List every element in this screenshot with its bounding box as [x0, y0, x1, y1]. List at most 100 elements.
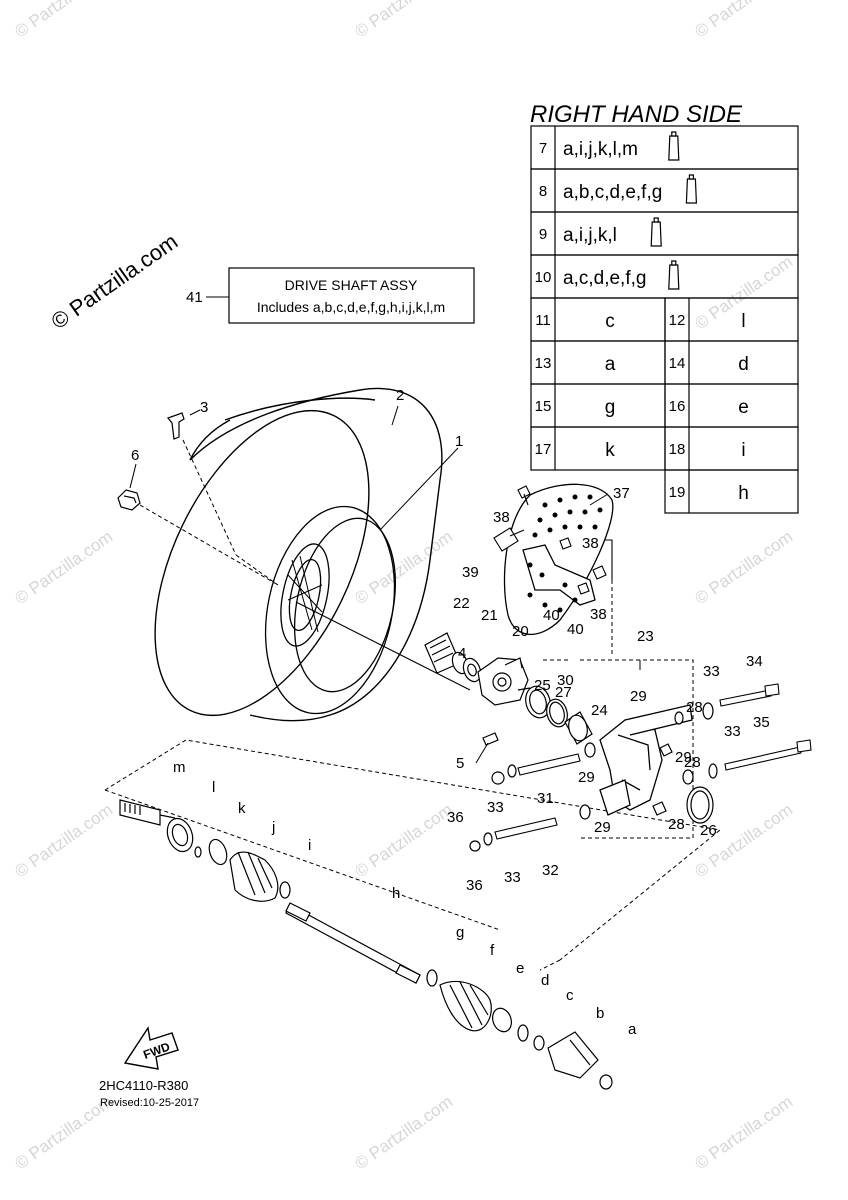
callout-36: 36 — [447, 809, 464, 826]
callout-c: c — [566, 987, 574, 1004]
callout-38: 38 — [590, 606, 607, 623]
callout-29: 29 — [630, 688, 647, 705]
watermark-text: © Partzilla.com — [11, 0, 116, 41]
fwd-arrow-icon: FWD — [123, 1026, 179, 1070]
callout-g: g — [456, 924, 464, 941]
callout-38: 38 — [582, 535, 599, 552]
pair-cell-letter: i — [741, 440, 745, 461]
tire — [154, 387, 443, 722]
pair-cell — [664, 469, 799, 514]
callout-d: d — [541, 972, 549, 989]
pair-cell-number: 19 — [669, 484, 686, 501]
callout-37: 37 — [613, 485, 630, 502]
pair-cell-number: 16 — [669, 398, 686, 415]
callout-a: a — [628, 1021, 637, 1038]
pair-cell-number: 14 — [669, 355, 686, 372]
watermark-large: © Partzilla.com — [47, 229, 183, 335]
pair-cell-number: 18 — [669, 441, 686, 458]
callout-1: 1 — [455, 433, 463, 450]
pair-cell-letter: l — [741, 311, 745, 332]
diagram-code: 2HC4110-R380 — [99, 1078, 188, 1093]
leader-lines — [129, 405, 641, 764]
callout-35: 35 — [753, 714, 770, 731]
kit-row-letters: a,c,d,e,f,g — [563, 268, 646, 289]
table-title: RIGHT HAND SIDE — [530, 101, 743, 128]
callout-24: 24 — [591, 702, 608, 719]
wheel-nut — [117, 489, 141, 511]
kit-row-letters: a,b,c,d,e,f,g — [563, 182, 662, 203]
callout-28: 28 — [684, 754, 701, 771]
callout-5: 5 — [456, 755, 464, 772]
brake-disc — [503, 483, 614, 636]
callout-36: 36 — [466, 877, 483, 894]
callout-29: 29 — [578, 769, 595, 786]
kit-row-letters: a,i,j,k,l,m — [563, 139, 638, 160]
callout-32: 32 — [542, 862, 559, 879]
kit-row-number: 10 — [535, 269, 552, 286]
pair-cell — [530, 297, 666, 342]
callout-3: 3 — [200, 399, 208, 416]
pair-cell-number: 13 — [535, 355, 552, 372]
callout-31: 31 — [537, 790, 554, 807]
callout-40: 40 — [567, 621, 584, 638]
watermark-layer: © Partzilla.com © Partzilla.com © Partzill… — [11, 0, 796, 1173]
grease-tube-icon — [668, 135, 680, 161]
wheel-rim — [264, 505, 397, 715]
callout-6: 6 — [131, 447, 139, 464]
kit-row-number: 9 — [539, 226, 547, 243]
pair-cell-letter: a — [605, 354, 616, 375]
pair-cell-number: 17 — [535, 441, 552, 458]
pair-cell-number: 11 — [535, 312, 551, 329]
pair-cell-letter: d — [738, 354, 749, 375]
callout-39: 39 — [462, 564, 479, 581]
callout-29: 29 — [675, 749, 692, 766]
callout-28: 28 — [686, 699, 703, 716]
callout-4: 4 — [458, 645, 466, 662]
callout-20: 20 — [512, 623, 529, 640]
kit-row-number: 8 — [539, 183, 547, 200]
callout-25: 25 — [534, 677, 551, 694]
watermark-text: © Partzilla.com — [351, 0, 456, 41]
callout-30: 30 — [557, 672, 574, 689]
watermark-text: © Partzilla.com — [691, 1092, 796, 1173]
grease-tube-icon — [685, 178, 698, 204]
drive-shaft — [119, 799, 613, 1090]
callout-38: 38 — [493, 509, 510, 526]
callout-j: j — [271, 819, 275, 836]
callout-26: 26 — [700, 822, 717, 839]
callout-33: 33 — [487, 799, 504, 816]
callout-23: 23 — [637, 628, 654, 645]
hub-parts — [424, 632, 593, 746]
assy-title: DRIVE SHAFT ASSY — [285, 277, 418, 293]
pair-cell-letter: h — [738, 483, 749, 504]
watermark-text: © Partzilla.com — [691, 527, 796, 608]
pair-cell-number: 15 — [535, 398, 552, 415]
grease-tube-icon — [668, 264, 680, 290]
callout-k: k — [238, 800, 246, 817]
watermark-text: © Partzilla.com — [351, 800, 456, 881]
callout-33: 33 — [724, 723, 741, 740]
callout-labels: 1234562021222324252627282828292929293031… — [131, 387, 770, 1038]
pair-cell-letter: e — [738, 397, 749, 418]
callout-27: 27 — [555, 684, 572, 701]
callout-21: 21 — [481, 607, 498, 624]
callout-33: 33 — [703, 663, 720, 680]
assy-includes: Includes a,b,c,d,e,f,g,h,i,j,k,l,m — [257, 299, 445, 315]
pair-cell-letter: k — [605, 440, 615, 461]
watermark-text: © Partzilla.com — [351, 527, 456, 608]
pair-cell-letter: c — [605, 311, 615, 332]
callout-i: i — [308, 837, 311, 854]
callout-28: 28 — [668, 816, 685, 833]
callout-34: 34 — [746, 653, 763, 670]
valve-stem — [167, 412, 185, 440]
kit-row-letters: a,i,j,k,l — [563, 225, 617, 246]
callout-40: 40 — [543, 607, 560, 624]
callout-h: h — [392, 885, 400, 902]
revised-date: Revised:10-25-2017 — [100, 1097, 199, 1109]
callout-m: m — [173, 759, 186, 776]
callout-41: 41 — [186, 289, 203, 306]
callout-33: 33 — [504, 869, 521, 886]
